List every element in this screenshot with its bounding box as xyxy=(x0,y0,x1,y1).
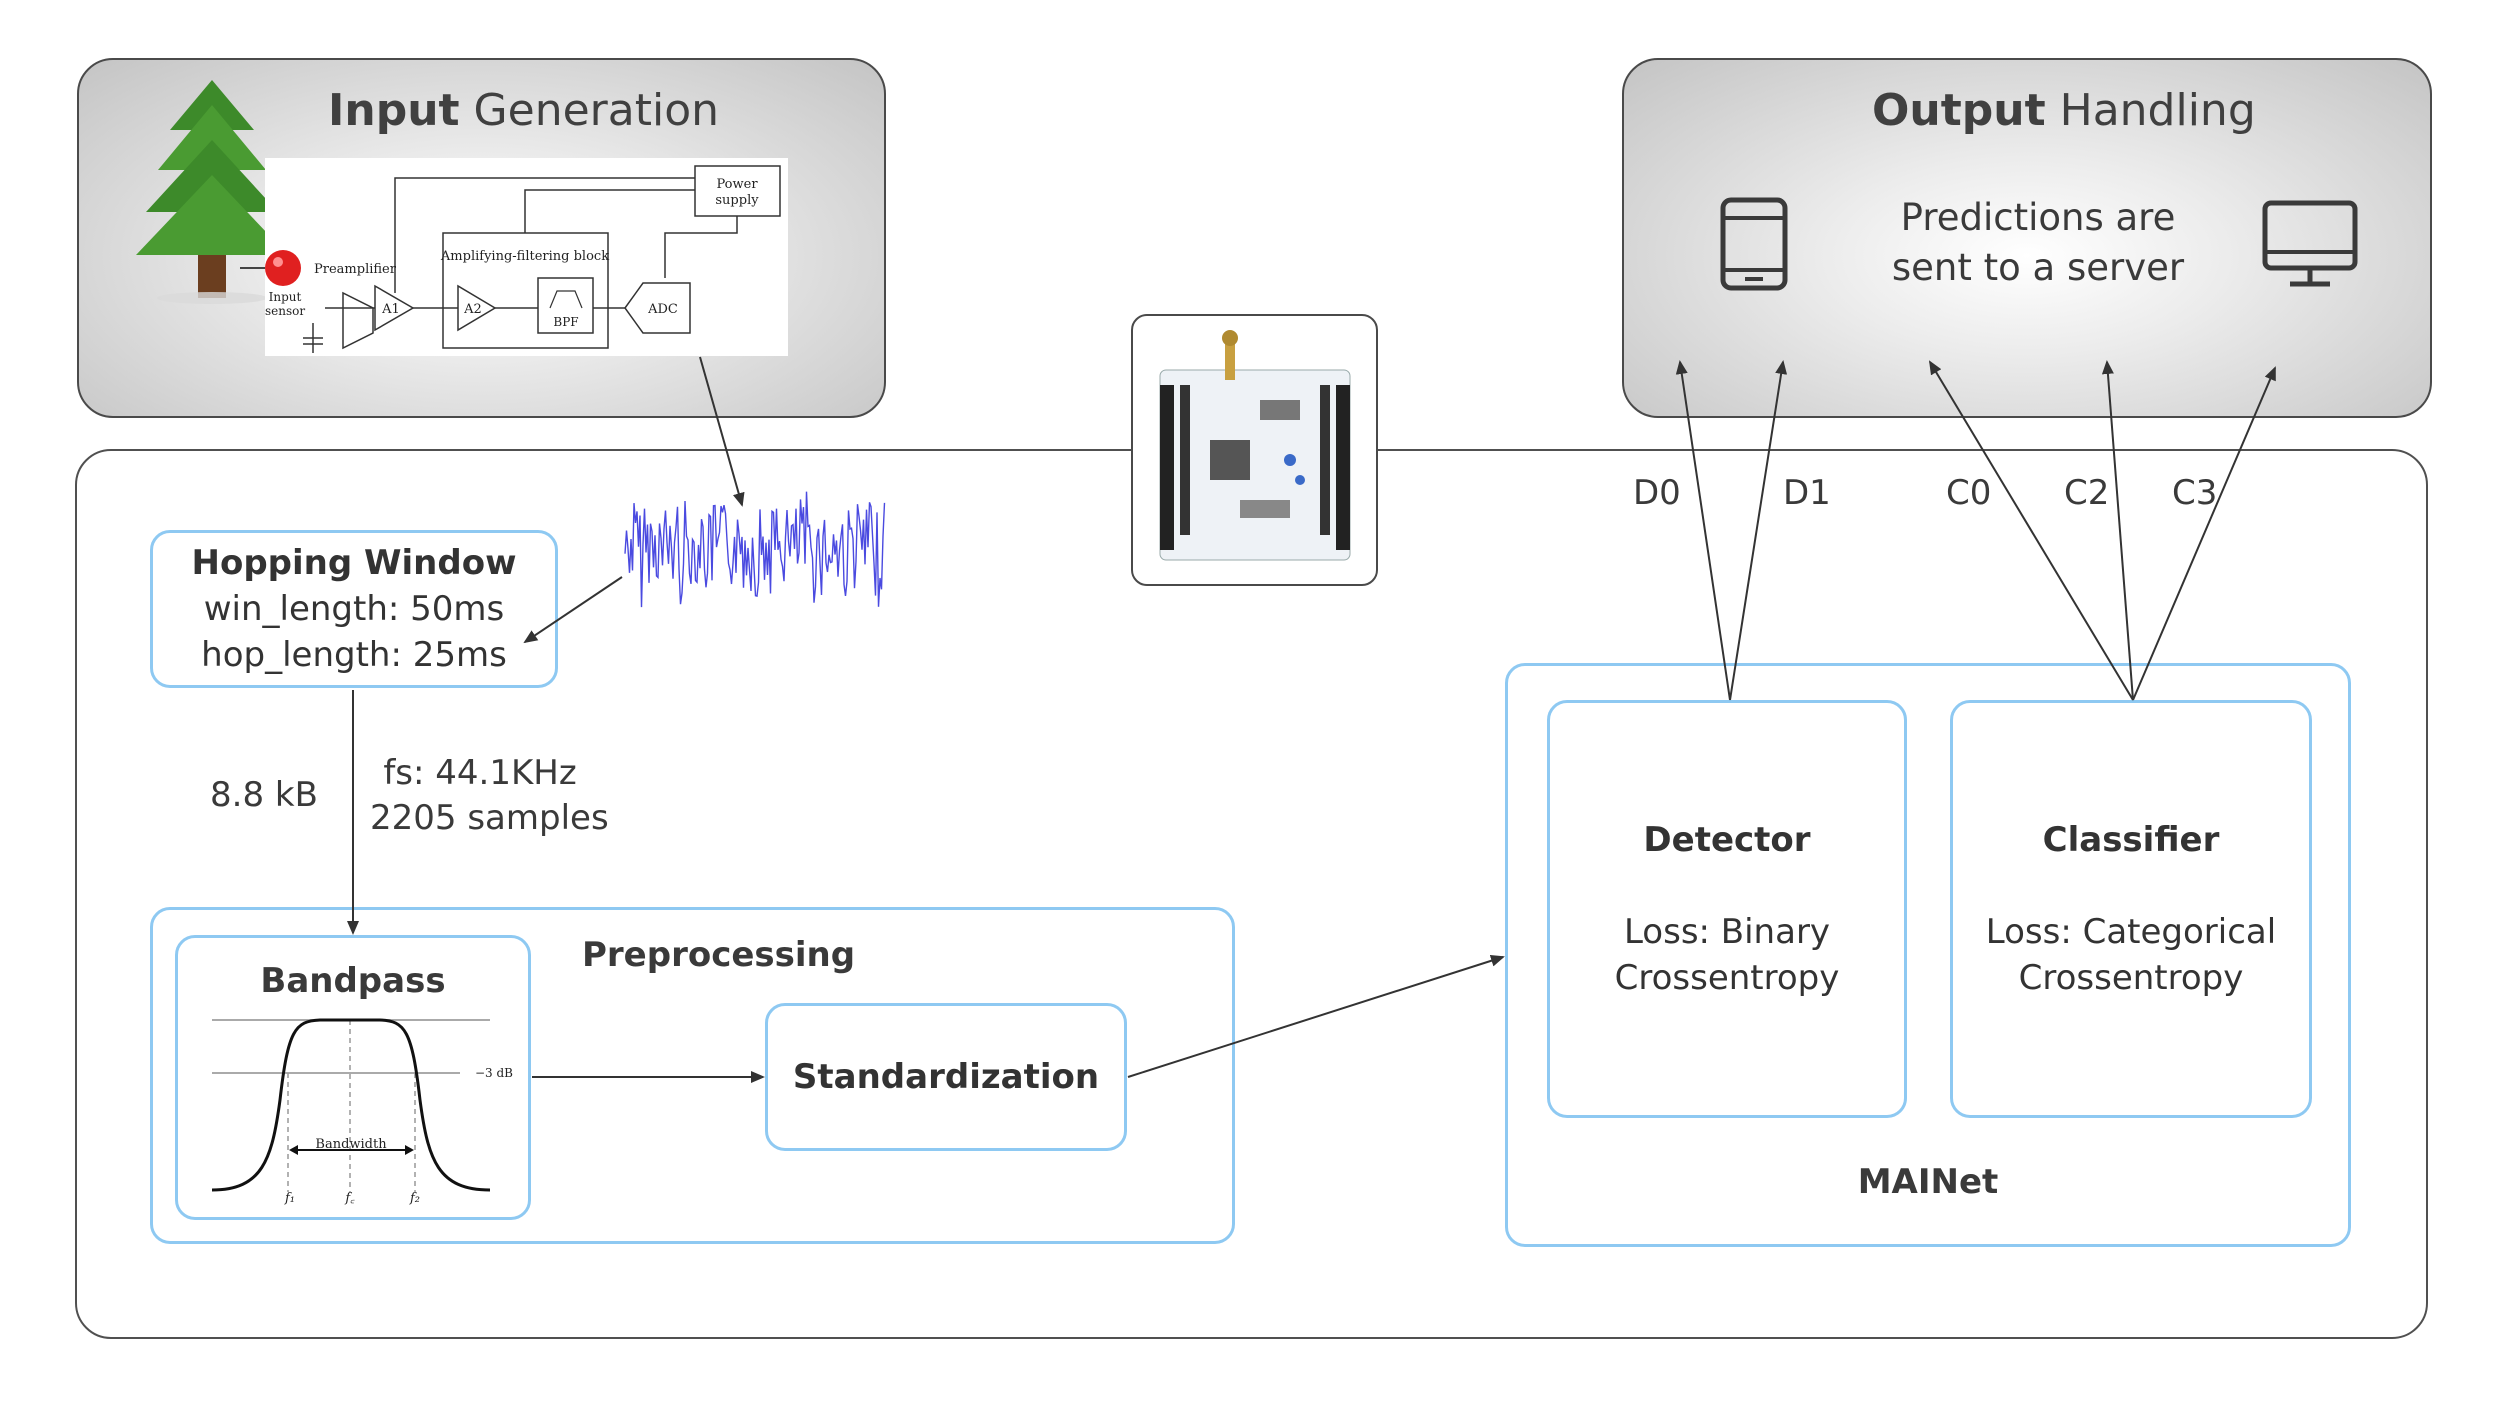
svg-text:Input: Input xyxy=(269,290,302,304)
detector-box: Detector Loss: Binary Crossentropy xyxy=(1547,700,1907,1118)
output-text-line1: Predictions are xyxy=(1900,196,2176,239)
board-image-frame xyxy=(1131,314,1378,586)
output-label-d1: D1 xyxy=(1783,473,1831,513)
bpf-label: BPF xyxy=(553,315,578,329)
detector-title: Detector xyxy=(1643,820,1811,860)
preamplifier-label: Preamplifier xyxy=(314,262,397,277)
sensor-schematic: Power supply Amplifying-filtering block … xyxy=(265,158,788,356)
output-label-c2: C2 xyxy=(2064,473,2110,513)
fs-label: fs: 44.1KHz xyxy=(383,753,577,793)
output-label-d0: D0 xyxy=(1633,473,1681,513)
detector-loss-line1: Loss: Binary xyxy=(1623,912,1831,952)
input-generation-title: Input Generation xyxy=(328,85,720,136)
mainet-title: MAINet xyxy=(1857,1162,1999,1202)
output-handling-title: Output Handling xyxy=(1872,85,2256,136)
hop-length-label: hop_length: 25ms xyxy=(201,635,507,675)
samples-label: 2205 samples xyxy=(370,798,609,838)
amp-block-label: Amplifying-filtering block xyxy=(440,249,609,264)
preprocessing-title: Preprocessing xyxy=(582,935,856,975)
a1-label: A1 xyxy=(381,302,400,317)
classifier-loss-line2: Crossentropy xyxy=(2018,958,2244,998)
output-label-c3: C3 xyxy=(2172,473,2218,513)
classifier-title: Classifier xyxy=(2042,820,2220,860)
bandpass-title: Bandpass xyxy=(260,961,446,1001)
hopping-window-box: Hopping Window win_length: 50ms hop_leng… xyxy=(150,530,558,688)
power-supply-label: Power xyxy=(716,177,758,192)
output-label-c0: C0 xyxy=(1946,473,1992,513)
standardization-label: Standardization xyxy=(792,1057,1100,1097)
size-label: 8.8 kB xyxy=(210,775,318,815)
svg-text:supply: supply xyxy=(715,193,759,208)
standardization-box: Standardization xyxy=(765,1003,1127,1151)
detector-loss-line2: Crossentropy xyxy=(1614,958,1840,998)
svg-text:sensor: sensor xyxy=(265,304,305,318)
classifier-box: Classifier Loss: Categorical Crossentrop… xyxy=(1950,700,2312,1118)
adc-label: ADC xyxy=(647,302,678,317)
win-length-label: win_length: 50ms xyxy=(203,589,505,629)
classifier-loss-line1: Loss: Categorical xyxy=(1985,912,2277,952)
a2-label: A2 xyxy=(463,302,482,317)
hopping-window-title: Hopping Window xyxy=(191,543,517,583)
output-text-line2: sent to a server xyxy=(1891,246,2185,289)
